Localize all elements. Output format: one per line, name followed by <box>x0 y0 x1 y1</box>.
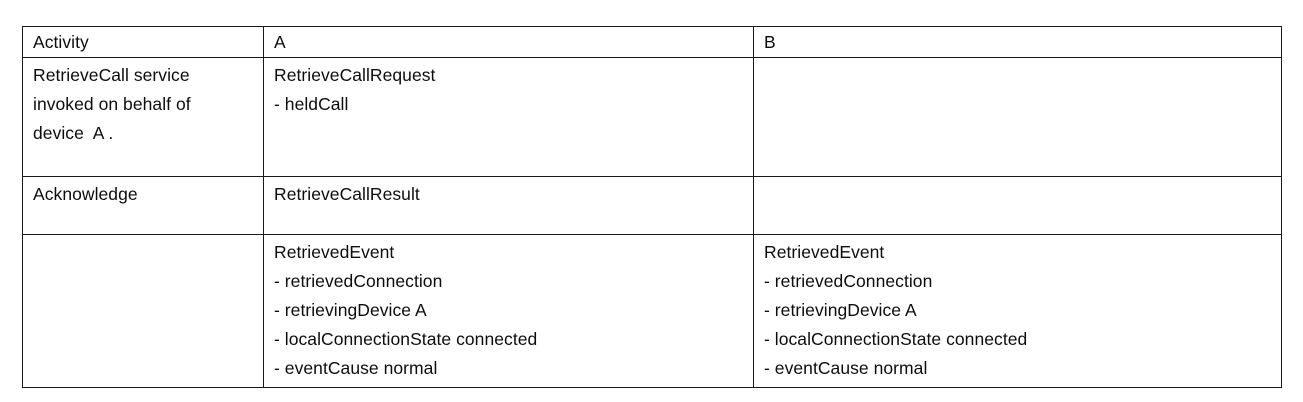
activity-line: invoked on behalf of <box>33 94 191 114</box>
column-header-activity-label: Activity <box>33 32 89 52</box>
table-row: RetrieveCall service invoked on behalf o… <box>22 57 1282 177</box>
cell-b-row-3: RetrievedEvent - retrievedConnection - r… <box>753 234 1282 388</box>
table-row: RetrievedEvent - retrievedConnection - r… <box>22 234 1282 388</box>
message-parameter: - localConnectionState connected <box>764 329 1028 349</box>
activity-line: device A . <box>33 123 114 143</box>
activity-line: Acknowledge <box>33 184 138 204</box>
column-header-a-label: A <box>274 32 286 52</box>
message-parameter: - retrievedConnection <box>274 271 443 291</box>
message-parameter: - retrievingDevice A <box>274 300 427 320</box>
cell-activity-row-2: Acknowledge <box>22 176 264 235</box>
message-parameter: - retrievingDevice A <box>764 300 917 320</box>
table-header-row: Activity A B <box>22 26 1282 58</box>
message-parameter: - heldCall <box>274 94 349 114</box>
cell-a-row-3: RetrievedEvent - retrievedConnection - r… <box>263 234 754 388</box>
cell-b-row-1 <box>753 57 1282 177</box>
message-sequence-table: Activity A B RetrieveCall service invoke… <box>22 26 1282 388</box>
activity-line: RetrieveCall service <box>33 65 190 85</box>
message-name: RetrievedEvent <box>274 242 395 262</box>
cell-a-row-2: RetrieveCallResult <box>263 176 754 235</box>
column-header-b-label: B <box>764 32 776 52</box>
column-header-activity: Activity <box>22 26 264 58</box>
column-header-a: A <box>263 26 754 58</box>
message-parameter: - eventCause normal <box>764 358 928 378</box>
cell-activity-row-3 <box>22 234 264 388</box>
message-parameter: - localConnectionState connected <box>274 329 538 349</box>
cell-b-row-2 <box>753 176 1282 235</box>
message-name: RetrievedEvent <box>764 242 885 262</box>
column-header-b: B <box>753 26 1282 58</box>
cell-activity-row-1: RetrieveCall service invoked on behalf o… <box>22 57 264 177</box>
message-name: RetrieveCallRequest <box>274 65 436 85</box>
message-parameter: - eventCause normal <box>274 358 438 378</box>
message-parameter: - retrievedConnection <box>764 271 933 291</box>
message-name: RetrieveCallResult <box>274 184 420 204</box>
table-row: Acknowledge RetrieveCallResult <box>22 176 1282 235</box>
cell-a-row-1: RetrieveCallRequest - heldCall <box>263 57 754 177</box>
